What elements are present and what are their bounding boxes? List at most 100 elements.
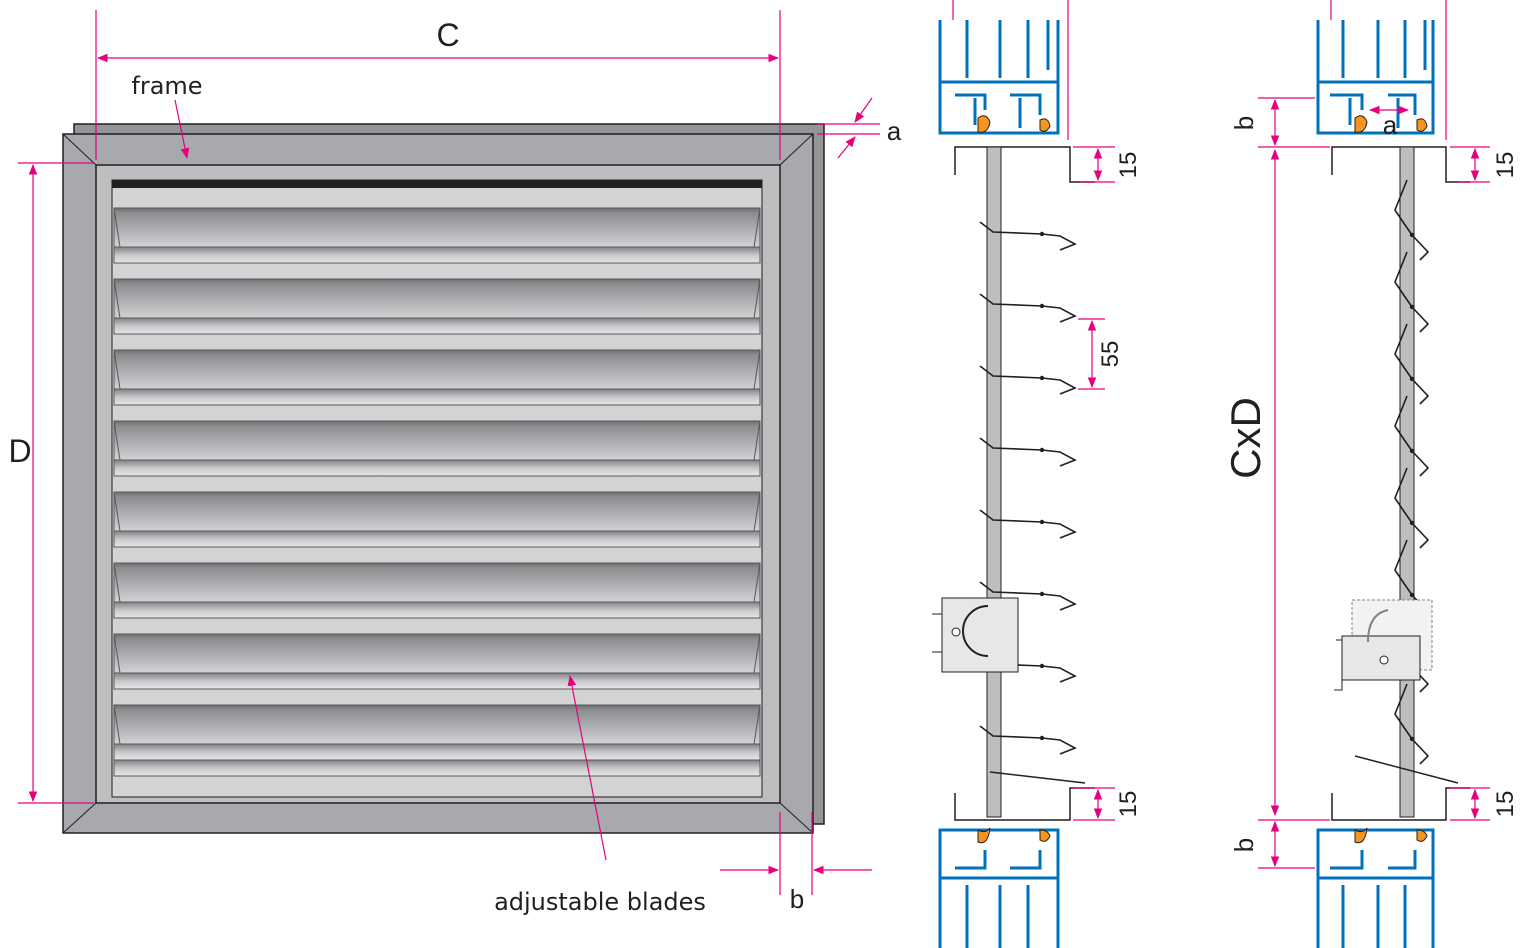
seal-top-right — [1039, 118, 1051, 132]
open-blade-profile — [979, 509, 1077, 539]
blade-edge — [753, 349, 761, 390]
open-bottom-gap-label: 15 — [1115, 791, 1142, 818]
blade-edge — [113, 633, 121, 674]
c-label: C — [436, 17, 459, 53]
blade — [113, 278, 761, 319]
blade-edge — [753, 278, 761, 319]
blade-edge — [753, 633, 761, 674]
open-blade-profile — [979, 581, 1077, 611]
open-blade-pivot — [1039, 303, 1045, 309]
seal-bottom-right — [1039, 829, 1051, 842]
blade-strip — [113, 759, 761, 777]
closed-bottom-gap-label: 15 — [1492, 791, 1519, 818]
blade-edge — [113, 491, 121, 532]
open-top-gap-label: 15 — [1115, 152, 1142, 179]
bottom-profile-open — [938, 828, 1060, 948]
blade — [113, 491, 761, 532]
blade — [113, 704, 761, 745]
seal-top-left — [977, 115, 991, 133]
blade-edge — [753, 704, 761, 745]
section-open: 15 55 15 — [932, 0, 1142, 948]
blade-edge — [113, 278, 121, 319]
closed-blade-profile — [1394, 683, 1430, 765]
closed-blade-profile — [1394, 467, 1430, 549]
open-pitch-label: 55 — [1097, 341, 1124, 368]
blade-strip — [113, 672, 761, 690]
blade-strip — [113, 601, 761, 619]
blades-label: adjustable blades — [494, 888, 706, 916]
handle-closed — [1334, 599, 1433, 691]
closed-blade-profile — [1394, 179, 1430, 261]
closed-top-b-label: b — [1229, 116, 1259, 130]
blade-strip — [113, 743, 761, 761]
blade-strip — [113, 246, 761, 264]
blade-edge — [753, 420, 761, 461]
closed-blade-pivot — [1409, 520, 1415, 526]
shaft-open — [986, 146, 1002, 818]
seal-bottom-left — [977, 827, 991, 844]
frame-leader — [174, 99, 190, 160]
open-blade-pivot — [1039, 591, 1045, 597]
blade-strip — [113, 317, 761, 335]
blade-group — [113, 207, 761, 777]
blade-edge — [113, 207, 121, 248]
open-blades — [979, 221, 1077, 755]
open-blade-profile — [979, 293, 1077, 323]
open-blade-profile — [979, 221, 1077, 251]
open-blade-pivot — [1039, 735, 1045, 741]
seal-closed-top-left — [1354, 115, 1368, 133]
a-arrow-bottom — [837, 136, 856, 159]
blade-edge — [113, 562, 121, 603]
d-label: D — [8, 433, 31, 469]
closed-blade-pivot — [1409, 592, 1415, 598]
blade-edge — [113, 420, 121, 461]
closed-blade-pivot — [1409, 448, 1415, 454]
blade-edge — [753, 562, 761, 603]
open-blade-pivot — [1039, 231, 1045, 237]
open-blade-pivot — [1039, 447, 1045, 453]
closed-a-label: a — [1383, 110, 1398, 140]
blade-edge — [753, 491, 761, 532]
closed-top-gap-label: 15 — [1492, 152, 1519, 179]
top-profile-open — [938, 0, 1069, 140]
blade-edge — [113, 704, 121, 745]
closed-blade-profile — [1394, 395, 1430, 477]
open-blade-pivot — [1039, 519, 1045, 525]
blade — [113, 207, 761, 248]
closed-blade-pivot — [1409, 304, 1415, 310]
seal-closed-bottom-right — [1416, 829, 1428, 842]
blade-strip — [113, 388, 761, 406]
seal-closed-top-right — [1416, 118, 1428, 132]
closed-blade-profile — [1394, 323, 1430, 405]
blades-leader — [567, 674, 607, 861]
bottom-profile-closed — [1316, 828, 1435, 948]
open-blade-pivot — [1039, 375, 1045, 381]
blade — [113, 420, 761, 461]
seal-closed-bottom-left — [1354, 827, 1368, 844]
closed-blade-pivot — [1409, 736, 1415, 742]
section-closed: b a CxD 15 15 b — [1222, 0, 1519, 948]
blade-edge — [113, 349, 121, 390]
blade — [113, 562, 761, 603]
open-blade-profile — [979, 365, 1077, 395]
open-blade-pivot — [1039, 663, 1045, 669]
closed-bottom-b-label: b — [1229, 838, 1259, 852]
closed-blade-pivot — [1409, 232, 1415, 238]
closed-size-label: CxD — [1222, 397, 1269, 479]
front-dimensions — [18, 10, 880, 895]
blade — [113, 349, 761, 390]
b-label: b — [790, 884, 804, 914]
blade-strip — [113, 530, 761, 548]
blade-edge — [753, 207, 761, 248]
closed-blade-pivot — [1409, 376, 1415, 382]
a-arrow-top — [854, 97, 873, 123]
handle-open — [932, 597, 1019, 673]
open-blade-profile — [979, 725, 1077, 755]
open-blade-profile — [979, 437, 1077, 467]
blade-strip — [113, 459, 761, 477]
a-label: a — [887, 116, 902, 146]
frame-label: frame — [131, 72, 202, 100]
blade — [113, 633, 761, 674]
front-view — [62, 123, 825, 834]
